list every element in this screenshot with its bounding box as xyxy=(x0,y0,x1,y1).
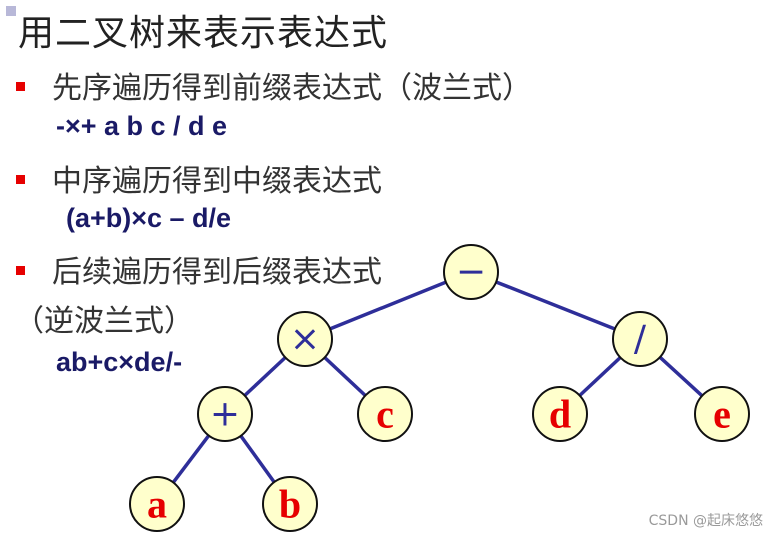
tree-node-d: d xyxy=(532,386,588,442)
tree-node-label-b: b xyxy=(279,482,301,527)
tree-edge-plus-a xyxy=(171,434,211,484)
tree-node-label-a: a xyxy=(147,482,167,527)
slide-corner-mark xyxy=(6,6,16,16)
tree-nodes: − × / + c d e a b xyxy=(129,244,750,532)
tree-edge-minus-times xyxy=(329,280,447,331)
bullet-marker-preorder xyxy=(16,82,25,91)
tree-node-circle-times xyxy=(277,311,333,367)
heading-preorder: 先序遍历得到前缀表达式（波兰式） xyxy=(52,71,532,106)
tree-node-label-e: e xyxy=(713,392,731,437)
tree-edge-divide-d xyxy=(578,356,622,397)
tree-edge-divide-e xyxy=(658,355,704,398)
tree-node-b: b xyxy=(262,476,318,532)
tree-node-circle-minus xyxy=(443,244,499,300)
tree-node-circle-e xyxy=(694,386,750,442)
tree-node-times: × xyxy=(277,311,333,367)
bullet-marker-inorder xyxy=(16,175,25,184)
heading-inorder: 中序遍历得到中缀表达式 xyxy=(52,164,382,199)
tree-edge-times-plus xyxy=(243,356,287,397)
tree-node-e: e xyxy=(694,386,750,442)
tree-node-circle-divide xyxy=(612,311,668,367)
heading-postorder: 后续遍历得到后缀表达式 xyxy=(52,255,382,290)
tree-edges xyxy=(171,280,704,484)
tree-node-circle-d xyxy=(532,386,588,442)
tree-edge-plus-b xyxy=(239,434,276,484)
expression-postfix: ab+c×de/- xyxy=(56,347,183,377)
tree-node-label-d: d xyxy=(549,392,571,437)
tree-node-plus: + xyxy=(197,386,253,442)
tree-edge-minus-divide xyxy=(495,280,616,331)
slide-title: 用二叉树来表示表达式 xyxy=(18,13,389,54)
tree-node-circle-b xyxy=(262,476,318,532)
expression-infix: (a+b)×c – d/e xyxy=(66,203,232,233)
tree-node-minus: − xyxy=(443,244,499,300)
watermark: CSDN @起床悠悠 xyxy=(648,513,763,529)
heading-postorder-continued: （逆波兰式） xyxy=(14,304,194,339)
tree-node-label-c: c xyxy=(376,392,394,437)
tree-edge-times-c xyxy=(323,356,367,397)
tree-node-divide: / xyxy=(612,311,668,367)
tree-node-label-plus: + xyxy=(210,394,240,435)
expression-prefix: -×+ a b c / d e xyxy=(56,111,228,141)
tree-node-a: a xyxy=(129,476,185,532)
tree-node-circle-plus xyxy=(197,386,253,442)
bullet-marker-postorder xyxy=(16,266,25,275)
tree-node-c: c xyxy=(357,386,413,442)
tree-node-circle-a xyxy=(129,476,185,532)
tree-node-label-minus: − xyxy=(456,252,486,293)
tree-node-circle-c xyxy=(357,386,413,442)
tree-node-label-times: × xyxy=(290,319,320,360)
tree-node-label-divide: / xyxy=(634,319,647,360)
